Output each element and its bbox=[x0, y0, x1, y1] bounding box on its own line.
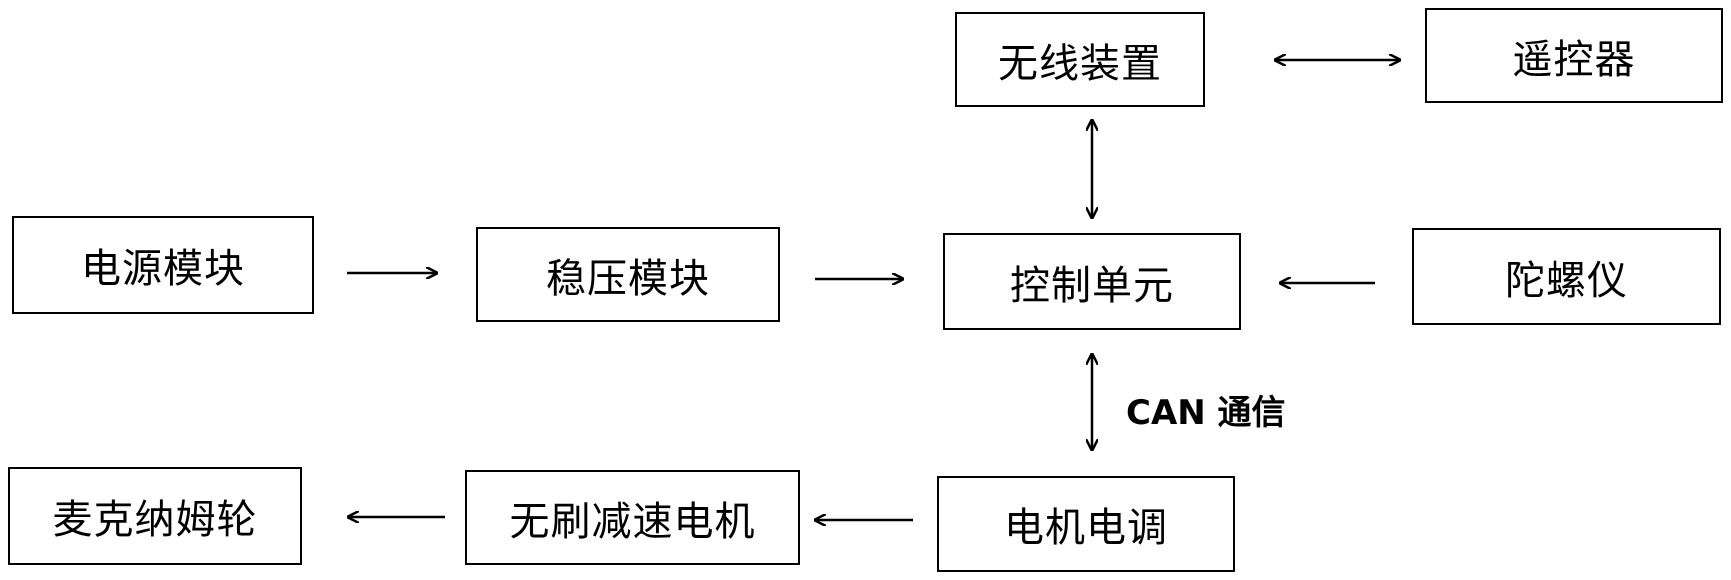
node-esc: 电机电调 bbox=[937, 476, 1235, 572]
node-regulator: 稳压模块 bbox=[476, 227, 780, 322]
node-motor: 无刷减速电机 bbox=[465, 470, 800, 565]
node-remote-label: 遥控器 bbox=[1512, 36, 1636, 83]
node-gyro: 陀螺仪 bbox=[1412, 228, 1721, 325]
node-wireless: 无线装置 bbox=[955, 12, 1205, 107]
node-mecanum: 麦克纳姆轮 bbox=[8, 467, 302, 565]
node-wireless-label: 无线装置 bbox=[998, 40, 1162, 87]
edge-label-can: CAN 通信 bbox=[1126, 393, 1286, 433]
node-power: 电源模块 bbox=[12, 216, 314, 314]
node-remote: 遥控器 bbox=[1425, 8, 1723, 103]
node-regulator-label: 稳压模块 bbox=[546, 255, 710, 302]
node-control-label: 控制单元 bbox=[1010, 262, 1174, 309]
node-control: 控制单元 bbox=[943, 233, 1241, 330]
node-gyro-label: 陀螺仪 bbox=[1505, 257, 1628, 304]
node-power-label: 电源模块 bbox=[81, 246, 245, 292]
node-esc-label: 电机电调 bbox=[1004, 505, 1168, 551]
node-motor-label: 无刷减速电机 bbox=[509, 498, 756, 545]
node-mecanum-label: 麦克纳姆轮 bbox=[52, 497, 258, 543]
